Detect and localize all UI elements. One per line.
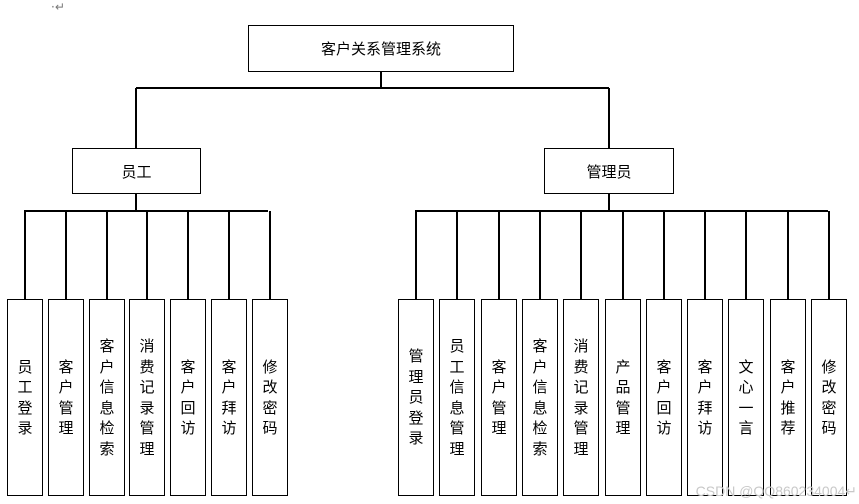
leaf-node-employee: 员工登录 — [7, 299, 43, 496]
leaf-node-label: 产品管理 — [615, 357, 631, 438]
leaf-node-admin: 客户信息检索 — [522, 299, 558, 496]
watermark: CSDN @QQ860234004↵ — [695, 483, 857, 499]
leaf-node-label: 客户推荐 — [780, 357, 796, 438]
leaf-node-admin: 客户管理 — [481, 299, 517, 496]
leaf-node-label: 修改密码 — [821, 357, 837, 438]
leaf-node-admin: 消费记录管理 — [563, 299, 599, 496]
branch-node-label: 管理员 — [586, 162, 632, 181]
leaf-node-admin: 客户回访 — [646, 299, 682, 496]
leaf-node-employee: 客户信息检索 — [89, 299, 125, 496]
leaf-node-label: 消费记录管理 — [139, 337, 155, 458]
leaf-node-label: 客户回访 — [656, 357, 672, 438]
paragraph-mark: ·↵ — [51, 0, 65, 14]
leaf-node-label: 修改密码 — [262, 357, 278, 438]
branch-node-employee: 员工 — [72, 148, 201, 194]
leaf-node-label: 客户信息检索 — [532, 337, 548, 458]
leaf-node-label: 消费记录管理 — [573, 337, 589, 458]
leaf-node-label: 客户拜访 — [697, 357, 713, 438]
leaf-node-admin: 文心一言 — [728, 299, 764, 496]
leaf-node-admin: 客户推荐 — [770, 299, 806, 496]
leaf-node-employee: 客户拜访 — [211, 299, 247, 496]
leaf-node-employee: 消费记录管理 — [129, 299, 165, 496]
root-node-label: 客户关系管理系统 — [320, 40, 441, 58]
leaf-node-admin: 员工信息管理 — [439, 299, 475, 496]
leaf-node-label: 员工登录 — [17, 357, 33, 438]
branch-node-label: 员工 — [121, 162, 152, 181]
leaf-node-employee: 客户管理 — [48, 299, 84, 496]
branch-node-admin: 管理员 — [544, 148, 674, 194]
leaf-node-label: 客户信息检索 — [99, 337, 115, 458]
leaf-node-admin: 管理员登录 — [398, 299, 434, 496]
leaf-node-employee: 修改密码 — [252, 299, 288, 496]
leaf-node-admin: 修改密码 — [811, 299, 847, 496]
leaf-node-employee: 客户回访 — [170, 299, 206, 496]
leaf-node-label: 管理员登录 — [408, 347, 424, 448]
root-node: 客户关系管理系统 — [248, 25, 514, 72]
leaf-node-admin: 客户拜访 — [687, 299, 723, 496]
leaf-node-label: 客户拜访 — [221, 357, 237, 438]
leaf-node-admin: 产品管理 — [605, 299, 641, 496]
leaf-node-label: 客户回访 — [180, 357, 196, 438]
leaf-node-label: 文心一言 — [738, 357, 754, 438]
leaf-node-label: 客户管理 — [491, 357, 507, 438]
leaf-node-label: 员工信息管理 — [449, 337, 465, 458]
leaf-node-label: 客户管理 — [58, 357, 74, 438]
